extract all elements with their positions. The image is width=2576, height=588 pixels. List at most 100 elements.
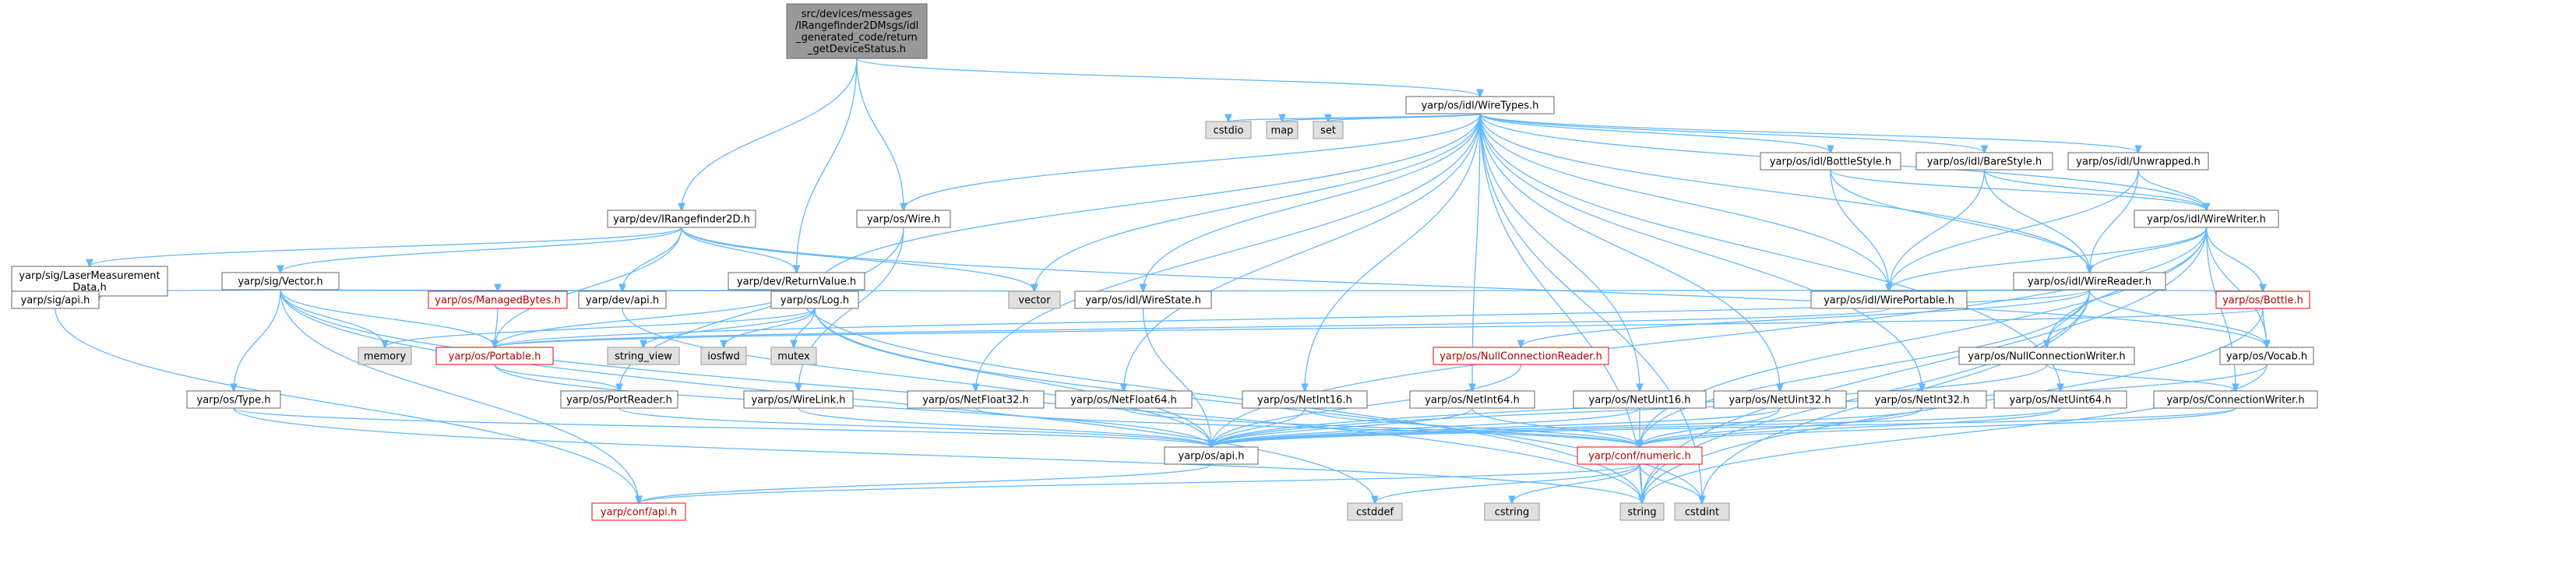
edge-connwriter-to-numeric <box>1640 407 2236 447</box>
node-portreader[interactable]: yarp/os/PortReader.h <box>560 390 678 409</box>
node-box <box>186 390 281 409</box>
node-label: yarp/os/ManagedBytes.h <box>435 295 560 307</box>
edge-wiretypes-to-string <box>1479 113 1642 503</box>
node-portable[interactable]: yarp/os/Portable.h <box>435 347 554 365</box>
node-box <box>578 290 667 309</box>
node-wirestate[interactable]: yarp/os/idl/WireState.h <box>1074 290 1212 309</box>
node-box <box>560 390 678 409</box>
node-bottlestyle[interactable]: yarp/os/idl/BottleStyle.h <box>1760 152 1901 171</box>
node-osapi[interactable]: yarp/os/api.h <box>1164 446 1259 465</box>
edge-netint16-to-numeric <box>1304 407 1640 447</box>
node-sigvector[interactable]: yarp/sig/Vector.h <box>221 272 340 290</box>
edge-wiretypes-to-barestyle <box>1479 113 1985 153</box>
node-devapi[interactable]: yarp/dev/api.h <box>578 290 667 309</box>
edge-wire-to-portreader <box>619 227 904 391</box>
edge-wiretypes-to-wirestate <box>1144 113 1481 291</box>
node-cstring: cstring <box>1484 502 1540 521</box>
node-label: yarp/os/Log.h <box>781 295 849 307</box>
node-netfloat32[interactable]: yarp/os/NetFloat32.h <box>907 390 1045 409</box>
node-root[interactable]: src/devices/messages/IRangefinder2DMsgs/… <box>786 3 928 59</box>
node-label: yarp/os/idl/BareStyle.h <box>1927 157 2042 168</box>
node-wirelink[interactable]: yarp/os/WireLink.h <box>743 390 854 409</box>
node-label: yarp/os/idl/WireReader.h <box>2028 276 2151 288</box>
node-box <box>2013 272 2166 290</box>
node-box <box>1432 347 1609 365</box>
node-netint32[interactable]: yarp/os/NetInt32.h <box>1857 390 1987 409</box>
node-box <box>607 347 680 365</box>
node-label: yarp/conf/api.h <box>601 507 677 519</box>
node-iosfwd: iosfwd <box>700 347 747 365</box>
node-netuint64[interactable]: yarp/os/NetUint64.h <box>1993 390 2127 409</box>
node-managedbytes[interactable]: yarp/os/ManagedBytes.h <box>428 290 568 309</box>
node-label: yarp/os/NetInt32.h <box>1875 395 1970 407</box>
node-sigapi[interactable]: yarp/sig/api.h <box>11 290 100 309</box>
node-label: mutex <box>777 351 810 363</box>
node-layer: src/devices/messages/IRangefinder2DMsgs/… <box>11 3 2318 521</box>
node-wiretypes[interactable]: yarp/os/idl/WireTypes.h <box>1405 96 1555 114</box>
edge-unwrapped-to-wireportable <box>1889 169 2139 291</box>
edge-irangefinder-to-sigvector <box>280 227 682 273</box>
node-barestyle[interactable]: yarp/os/idl/BareStyle.h <box>1915 152 2053 171</box>
node-wirereader[interactable]: yarp/os/idl/WireReader.h <box>2013 272 2166 290</box>
node-netuint16[interactable]: yarp/os/NetUint16.h <box>1573 390 1707 409</box>
node-wirewriter[interactable]: yarp/os/idl/WireWriter.h <box>2134 209 2279 228</box>
edge-numeric-to-confapi <box>639 463 1640 503</box>
node-label: set <box>1320 125 1336 137</box>
node-netuint32[interactable]: yarp/os/NetUint32.h <box>1713 390 1847 409</box>
node-box <box>1619 502 1665 521</box>
node-box <box>856 209 951 228</box>
edge-osapi-to-confapi <box>639 463 1212 503</box>
node-unwrapped[interactable]: yarp/os/idl/Unwrapped.h <box>2067 152 2209 171</box>
edge-wiretypes-to-unwrapped <box>1479 113 2138 153</box>
node-box <box>1993 390 2127 409</box>
node-box <box>1760 152 1901 171</box>
edge-irangefinder-to-lasermeas <box>90 227 682 266</box>
node-box <box>1484 502 1540 521</box>
node-box <box>435 347 554 365</box>
node-netint16[interactable]: yarp/os/NetInt16.h <box>1242 390 1368 409</box>
edge-wiretypes-to-netfloat32 <box>976 113 1481 391</box>
node-connwriter[interactable]: yarp/os/ConnectionWriter.h <box>2153 390 2318 409</box>
edge-netfloat32-to-numeric <box>974 407 1640 447</box>
node-numeric[interactable]: yarp/conf/numeric.h <box>1577 446 1703 465</box>
node-type[interactable]: yarp/os/Type.h <box>186 390 281 409</box>
node-label: yarp/dev/api.h <box>586 295 659 307</box>
node-bottle[interactable]: yarp/os/Bottle.h <box>2215 290 2310 309</box>
node-netint64[interactable]: yarp/os/NetInt64.h <box>1409 390 1535 409</box>
node-irangefinder[interactable]: yarp/dev/IRangefinder2D.h <box>607 209 756 228</box>
node-box <box>1055 390 1193 409</box>
node-label: yarp/os/NetFloat64.h <box>1070 395 1177 407</box>
node-nullconnwriter[interactable]: yarp/os/NullConnectionWriter.h <box>1958 347 2135 365</box>
edge-managedbytes-to-portable <box>495 308 498 347</box>
edge-wirewriter-to-bottle <box>2205 227 2264 291</box>
node-label: yarp/os/idl/WireWriter.h <box>2147 214 2266 226</box>
edge-wirewriter-to-vocab <box>2205 227 2268 347</box>
node-map: map <box>1266 121 1299 139</box>
edge-wiretypes-to-wire <box>904 113 1481 210</box>
node-nullconnreader[interactable]: yarp/os/NullConnectionReader.h <box>1432 347 1609 365</box>
node-returnvalue[interactable]: yarp/dev/ReturnValue.h <box>728 272 865 290</box>
node-box <box>591 502 686 521</box>
edge-netuint32-to-osapi <box>1211 407 1781 447</box>
edge-sigvector-to-confapi <box>280 289 639 503</box>
edge-wiretypes-to-cstdio <box>1228 113 1481 121</box>
node-netfloat64[interactable]: yarp/os/NetFloat64.h <box>1055 390 1193 409</box>
node-vocab[interactable]: yarp/os/Vocab.h <box>2219 347 2314 365</box>
edge-irangefinder-to-portable <box>495 227 682 347</box>
node-label: src/devices/messages <box>802 9 913 20</box>
node-label: yarp/os/NetInt64.h <box>1425 395 1520 407</box>
edge-wirelink-to-osapi <box>798 407 1211 447</box>
node-box <box>770 290 859 309</box>
node-label: yarp/os/idl/Unwrapped.h <box>2076 157 2200 168</box>
node-box <box>770 347 817 365</box>
node-wire[interactable]: yarp/os/Wire.h <box>856 209 951 228</box>
node-log[interactable]: yarp/os/Log.h <box>770 290 859 309</box>
node-box <box>1713 390 1847 409</box>
node-confapi[interactable]: yarp/conf/api.h <box>591 502 686 521</box>
node-label: Data.h <box>72 282 106 294</box>
edge-layer <box>11 58 2268 503</box>
edge-root-to-wire <box>856 58 904 210</box>
node-wireportable[interactable]: yarp/os/idl/WirePortable.h <box>1810 290 1968 309</box>
edge-bottlestyle-to-wireportable <box>1830 169 1889 291</box>
